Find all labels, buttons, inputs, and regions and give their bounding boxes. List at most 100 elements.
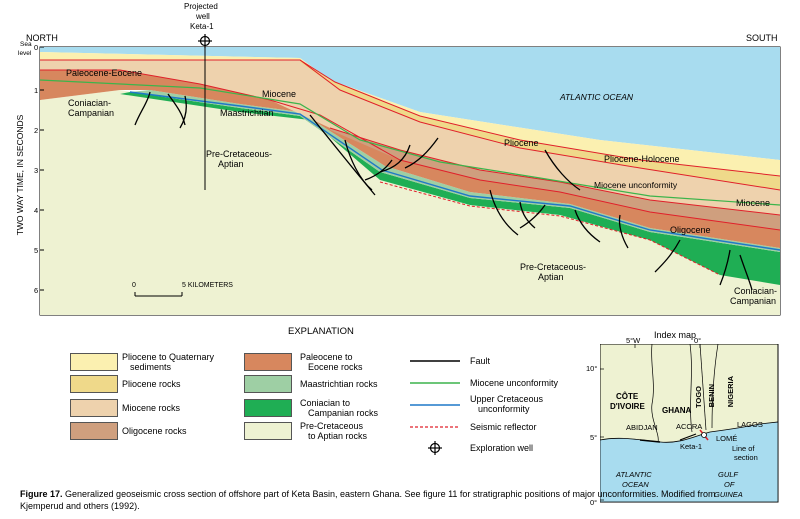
label-coniacian-right-1: Coniacian- [734, 286, 778, 296]
swatch-miocene [70, 399, 118, 417]
scale-start: 0 [132, 282, 136, 289]
map-keta: Keta-1 [680, 442, 703, 451]
map-line-of-section-2: section [734, 453, 758, 462]
legend-coniacian-2: Campanian rocks [308, 408, 379, 418]
y-tick-3: 3 [34, 166, 39, 175]
label-coniacian-right-2: Campanian [730, 296, 777, 306]
label-pre-cret-right-2: Aptian [538, 272, 564, 282]
legend-maastrichtian: Maastrichtian rocks [300, 379, 378, 389]
map-nigeria: NIGERIA [726, 376, 735, 408]
index-map-drawing [600, 344, 779, 503]
map-lon-0: 0° [694, 336, 702, 345]
map-line-of-section-1: Line of [732, 444, 755, 453]
y-tick-2: 2 [34, 126, 39, 135]
scale-end: 5 KILOMETERS [182, 282, 233, 289]
legend-miocene-unconformity: Miocene unconformity [470, 378, 559, 388]
index-map: Index map 5°W 0° 10° 5° 0° CÔTE D'IVOIRE… [586, 330, 795, 515]
sea [40, 47, 780, 160]
label-miocene-unconformity: Miocene unconformity [594, 180, 678, 190]
label-miocene-left: Miocene [262, 89, 297, 99]
label-pliocene: Pliocene [504, 138, 539, 148]
legend-fault: Fault [470, 356, 491, 366]
map-lat-10: 10° [586, 364, 598, 373]
pliocene-holocene-unit [40, 52, 780, 176]
sea-level-1: Sea [20, 41, 32, 48]
paleocene-eocene-unit [40, 70, 780, 248]
label-maastrichtian: Maastrichtian [220, 108, 274, 118]
label-coniacian-left-1: Coniacian- [68, 98, 112, 108]
map-cote-2: D'IVOIRE [610, 402, 645, 411]
legend-seismic-reflector: Seismic reflector [470, 422, 537, 432]
map-atlantic-1: ATLANTIC [616, 470, 652, 479]
swatch-maastrichtian [244, 375, 292, 393]
map-lat-0: 0° [590, 498, 598, 507]
label-pre-cret-left-1: Pre-Cretaceous- [206, 149, 273, 159]
index-map-title: Index map [654, 330, 697, 340]
label-atlantic: ATLANTIC OCEAN [560, 92, 634, 102]
miocene-unit [40, 60, 780, 215]
y-tick-1: 1 [34, 86, 39, 95]
label-miocene-right: Miocene [736, 198, 771, 208]
legend-line-symbols [410, 360, 460, 455]
well-label-1: Projected [184, 2, 218, 11]
sea-level-2: level [18, 50, 32, 57]
cross-section: NORTH SOUTH Projected well Keta-1 Sea le… [15, 2, 781, 316]
legend-pliocene-quaternary-1: Pliocene to Quaternary [122, 352, 215, 362]
well-symbol [198, 34, 212, 48]
label-paleocene-eocene: Paleocene-Eocene [66, 68, 143, 78]
map-lagos: LAGOS [737, 420, 763, 429]
map-ghana: GHANA [662, 406, 692, 415]
map-togo: TOGO [694, 386, 703, 408]
figure-caption: Figure 17. Generalized geoseismic cross … [20, 488, 720, 512]
label-pre-cret-left-2: Aptian [218, 159, 244, 169]
explanation: EXPLANATION Pliocene to Quaternary sedim… [0, 318, 580, 458]
map-gulf-2: OF [724, 480, 735, 489]
swatch-pliocene-quaternary [70, 353, 118, 371]
swatch-paleocene-eocene [244, 353, 292, 371]
legend-miocene: Miocene rocks [122, 403, 181, 413]
well-label-3: Keta-1 [190, 22, 214, 31]
well-label-2: well [196, 12, 210, 21]
legend-pliocene-quaternary-2: sediments [130, 362, 172, 372]
swatch-oligocene [70, 422, 118, 440]
label-pliocene-holocene: Pliocene-Holocene [604, 154, 680, 164]
swatch-pliocene [70, 375, 118, 393]
scale-bar [134, 292, 183, 297]
y-tick-0: 0 [34, 43, 39, 52]
map-gulf-1: GULF [718, 470, 739, 479]
legend-pre-cretaceous-1: Pre-Cretaceous [300, 421, 364, 431]
caption-figure-number: Figure 17. [20, 489, 63, 499]
cross-section-drawing [39, 34, 781, 316]
legend-paleocene-2: Eocene rocks [308, 362, 363, 372]
label-oligocene: Oligocene [670, 225, 711, 235]
caption-text: Generalized geoseismic cross section of … [20, 489, 716, 511]
legend-pre-cretaceous-2: to Aptian rocks [308, 431, 368, 441]
legend-oligocene: Oligocene rocks [122, 426, 187, 436]
legend-exploration-well: Exploration well [470, 443, 534, 453]
oligocene-unit [330, 128, 780, 230]
legend-upper-cretaceous-1: Upper Cretaceous [470, 394, 544, 404]
map-abidjan: ABIDJAN [626, 423, 658, 432]
y-tick-5: 5 [34, 246, 39, 255]
y-axis-label: TWO WAY TIME, IN SECONDS [15, 114, 25, 236]
map-lon-5w: 5°W [626, 336, 641, 345]
y-tick-6: 6 [34, 286, 39, 295]
swatch-pre-cretaceous [244, 422, 292, 440]
legend-paleocene-1: Paleocene to [300, 352, 353, 362]
map-gulf-3: GUINEA [714, 490, 743, 499]
map-benin: BENIN [707, 384, 716, 408]
y-tick-4: 4 [34, 206, 39, 215]
label-coniacian-left-2: Campanian [68, 108, 115, 118]
legend-upper-cretaceous-2: unconformity [478, 404, 530, 414]
swatch-coniacian [244, 399, 292, 417]
map-accra: ACCRA [676, 422, 703, 431]
pliocene-unit [300, 60, 780, 190]
legend-coniacian-1: Coniacian to [300, 398, 351, 408]
explanation-title: EXPLANATION [288, 326, 354, 337]
north-label: NORTH [26, 33, 58, 43]
map-lat-5: 5° [590, 433, 598, 442]
coniacian-campanian-unit [120, 92, 780, 285]
map-cote-1: CÔTE [616, 392, 639, 401]
map-atlantic-2: OCEAN [622, 480, 649, 489]
legend-pliocene: Pliocene rocks [122, 379, 181, 389]
